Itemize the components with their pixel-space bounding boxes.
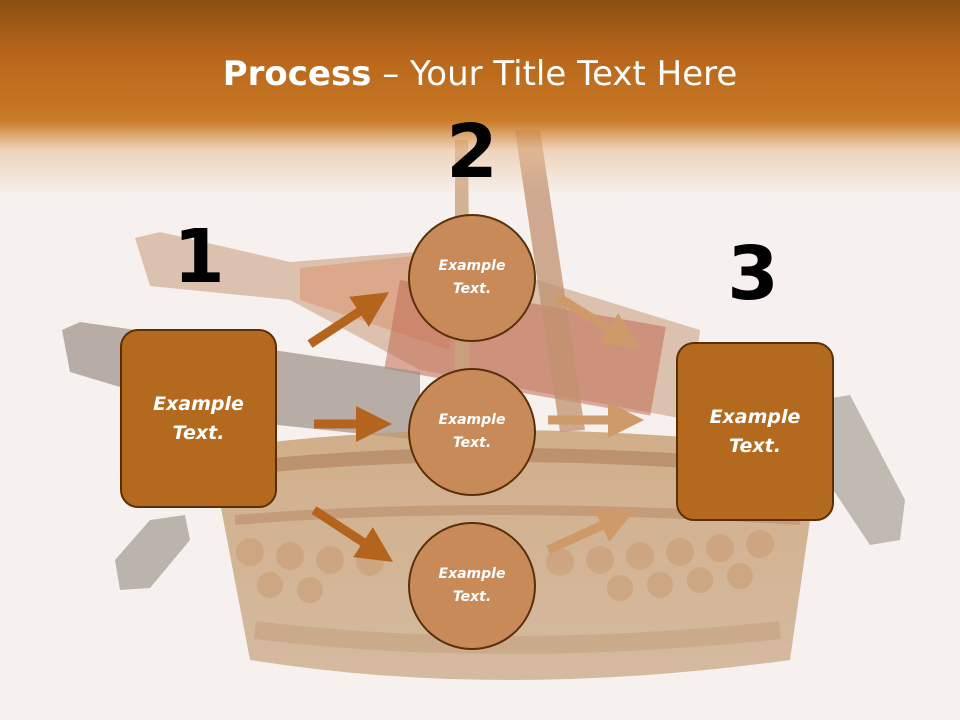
circle-2: Example Text.: [408, 368, 536, 496]
circle-3-line2: Text.: [452, 589, 492, 605]
arrow-to-circle-3: [311, 506, 394, 562]
left-box-line1: Example: [153, 392, 244, 415]
right-box-line1: Example: [709, 405, 801, 428]
circle-2-line2: Text.: [452, 435, 492, 451]
circle-1-line1: Example: [438, 258, 506, 274]
circle-3: Example Text.: [408, 522, 536, 650]
arrow-from-circle-1: [553, 292, 640, 348]
circle-1: Example Text.: [408, 214, 536, 342]
circle-2-line1: Example: [438, 412, 506, 428]
header-band: [0, 0, 960, 200]
title-rest: – Your Title Text Here: [371, 54, 738, 94]
circle-1-line2: Text.: [452, 281, 492, 297]
circle-3-line1: Example: [438, 566, 506, 582]
left-box: Example Text.: [120, 329, 277, 508]
step-number-2: 2: [446, 109, 498, 195]
arrow-to-circle-1: [307, 292, 390, 348]
right-box: Example Text.: [676, 342, 834, 521]
slide-title: Process – Your Title Text Here: [0, 52, 960, 96]
left-box-line2: Text.: [172, 421, 225, 444]
right-box-line2: Text.: [729, 434, 781, 457]
step-number-3: 3: [727, 231, 779, 317]
arrow-from-circle-3: [546, 509, 635, 555]
step-number-1: 1: [173, 214, 225, 300]
title-bold: Process: [222, 54, 372, 94]
